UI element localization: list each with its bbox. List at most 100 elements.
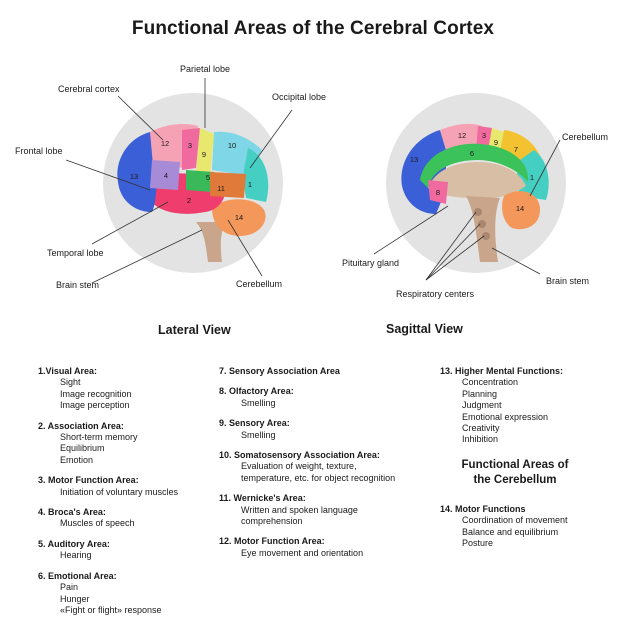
legend-heading: 10. Somatosensory Association Area:	[219, 450, 380, 461]
page-title: Functional Areas of the Cerebral Cortex	[131, 18, 495, 39]
lateral-num-14: 14	[235, 213, 243, 222]
label-frontal-lobe: Frontal lobe	[15, 146, 63, 156]
cerebellum-title-line-2: the Cerebellum	[473, 473, 557, 486]
legend-item: Coordination of movement	[462, 515, 568, 526]
legend-heading: 11. Wernicke's Area:	[219, 493, 306, 504]
sagittal-area-8	[428, 180, 448, 204]
legend-entry-8: 8. Olfactory Area: Smelling	[219, 386, 395, 409]
legend-item: Concentration	[462, 377, 519, 388]
sagittal-num-13: 13	[410, 155, 418, 164]
sagittal-respiratory-center-2	[478, 220, 486, 228]
legend-item: Judgment	[462, 400, 502, 411]
legend-entry-13: 13. Higher Mental Functions: Concentrati…	[440, 366, 590, 446]
legend-item: comprehension	[241, 516, 303, 527]
legend-heading: 5. Auditory Area:	[38, 538, 110, 549]
lateral-num-3: 3	[188, 141, 192, 150]
lateral-area-5	[186, 170, 214, 192]
lateral-area-3	[182, 128, 200, 170]
lateral-view-diagram: 12 3 9 10 13 4 5 11 1 2 14 Parietal lobe…	[15, 64, 326, 290]
lateral-frontal-lobe	[117, 132, 160, 212]
label-pituitary-gland: Pituitary gland	[342, 258, 399, 268]
legend-item: Muscles of speech	[60, 518, 135, 529]
lateral-num-12: 12	[161, 139, 169, 148]
legend-heading: 14. Motor Functions	[440, 503, 526, 514]
legend-heading: 8. Olfactory Area:	[219, 386, 294, 397]
sagittal-view-title: Sagittal View	[386, 322, 463, 336]
legend-column-2: 7. Sensory Association Area 8. Olfactory…	[219, 366, 395, 568]
label-respiratory-centers: Respiratory centers	[396, 289, 475, 299]
lateral-num-4: 4	[164, 171, 168, 180]
legend-item: Hearing	[60, 550, 92, 561]
legend-heading: 3. Motor Function Area:	[38, 475, 139, 486]
legend-item: Pain	[60, 582, 79, 593]
legend-item: Planning	[462, 388, 498, 399]
label-sagittal-cerebellum: Cerebellum	[562, 132, 608, 142]
lateral-num-13: 13	[130, 172, 138, 181]
sagittal-num-6: 6	[470, 149, 474, 158]
legend-item: Evaluation of weight, texture,	[241, 461, 357, 472]
legend-entry-11: 11. Wernicke's Area: Written and spoken …	[219, 493, 395, 527]
legend-item: Balance and equilibrium	[462, 526, 559, 537]
sagittal-respiratory-center-3	[482, 232, 490, 240]
legend-entry-6: 6. Emotional Area: Pain Hunger «Fight or…	[38, 571, 178, 617]
legend-item: Smelling	[241, 397, 276, 408]
cerebellum-section-title: Functional Areas of the Cerebellum	[440, 458, 590, 488]
legend-entry-3: 3. Motor Function Area: Initiation of vo…	[38, 475, 178, 498]
cerebellum-title-line-1: Functional Areas of	[461, 458, 569, 471]
sagittal-respiratory-center-1	[474, 208, 482, 216]
legend-entry-10: 10. Somatosensory Association Area: Eval…	[219, 450, 395, 484]
legend-item: Short-term memory	[60, 432, 138, 443]
legend-entry-1: 1.Visual Area: Sight Image recognition I…	[38, 366, 178, 412]
legend-entry-9: 9. Sensory Area: Smelling	[219, 418, 395, 441]
legend-heading: 4. Broca's Area:	[38, 507, 106, 518]
legend-heading: 9. Sensory Area:	[219, 418, 290, 429]
legend-entry-14: 14. Motor Functions Coordination of move…	[440, 504, 590, 550]
sagittal-area-12	[440, 123, 482, 150]
legend-item: Initiation of voluntary muscles	[60, 486, 179, 497]
lateral-num-2: 2	[187, 196, 191, 205]
label-sagittal-brain-stem: Brain stem	[546, 276, 589, 286]
legend-item: Sight	[60, 377, 81, 388]
legend-item: Emotional expression	[462, 411, 549, 422]
lateral-num-10: 10	[228, 141, 236, 150]
legend-item: Equilibrium	[60, 443, 105, 454]
legend-item: Image recognition	[60, 388, 132, 399]
lateral-area-1	[243, 148, 269, 202]
lateral-area-4	[150, 160, 180, 190]
lateral-num-5: 5	[206, 173, 210, 182]
sagittal-num-12: 12	[458, 131, 466, 140]
legend-heading: 1.Visual Area:	[38, 366, 98, 376]
legend-item: Written and spoken language	[241, 504, 358, 515]
legend-entry-4: 4. Broca's Area: Muscles of speech	[38, 507, 178, 530]
label-occipital-lobe: Occipital lobe	[272, 92, 326, 102]
sagittal-cerebellum	[502, 191, 540, 230]
sagittal-area-1	[517, 150, 549, 200]
legend-item: Emotion	[60, 454, 94, 465]
sagittal-num-1: 1	[530, 173, 534, 182]
legend-heading: 13. Higher Mental Functions:	[440, 366, 564, 376]
legend-entry-5: 5. Auditory Area: Hearing	[38, 539, 178, 562]
legend-entry-2: 2. Association Area: Short-term memory E…	[38, 421, 178, 467]
legend-entry-7: 7. Sensory Association Area	[219, 366, 395, 377]
lateral-cerebellum	[212, 199, 266, 236]
label-parietal-lobe: Parietal lobe	[180, 64, 230, 74]
legend-item: «Fight or flight» response	[60, 604, 162, 615]
label-brain-stem: Brain stem	[56, 280, 99, 290]
sagittal-num-3: 3	[482, 131, 486, 140]
lateral-area-9	[196, 128, 214, 176]
sagittal-view-diagram: 12 3 9 13 6 7 1 8 14 Cerebellum Pituitar…	[342, 93, 608, 299]
sagittal-limbic-area-6	[420, 143, 529, 188]
legend-item: Hunger	[60, 593, 90, 604]
legend-heading: 6. Emotional Area:	[38, 570, 117, 581]
label-cerebellum: Cerebellum	[236, 279, 282, 289]
legend-item: Creativity	[462, 423, 500, 434]
legend-item: temperature, etc. for object recognition	[241, 472, 396, 483]
legend-entry-12: 12. Motor Function Area: Eye movement an…	[219, 536, 395, 559]
brain-diagrams: 12 3 9 10 13 4 5 11 1 2 14 Parietal lobe…	[15, 64, 608, 299]
sagittal-num-7: 7	[514, 145, 518, 154]
legend-heading: 12. Motor Function Area:	[219, 536, 325, 547]
legend-column-3: 13. Higher Mental Functions: Concentrati…	[440, 366, 590, 558]
sagittal-num-9: 9	[494, 138, 498, 147]
sagittal-num-14: 14	[516, 204, 524, 213]
lateral-num-1: 1	[248, 180, 252, 189]
